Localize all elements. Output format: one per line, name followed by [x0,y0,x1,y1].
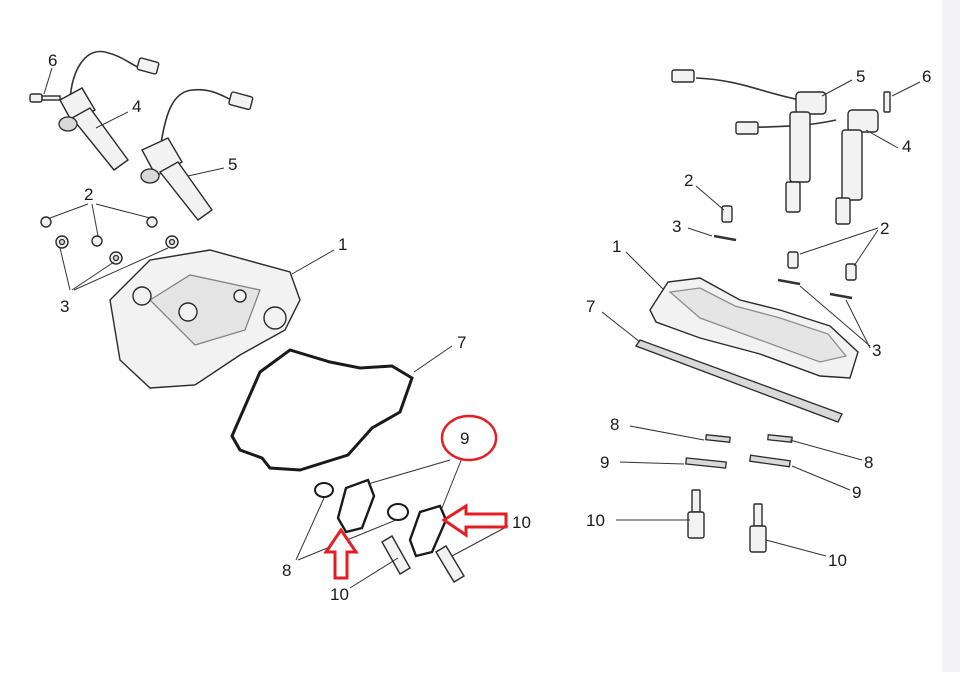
left-leader-lines [43,67,509,589]
callout-8: 8 [282,561,291,580]
callout-5: 5 [856,67,865,86]
page-edge-strip [942,0,960,672]
callout-9-right: 9 [852,483,861,502]
spark-plugs-left-10 [381,535,465,583]
spark-plugs-right-10 [687,489,767,553]
callout-2-top: 2 [684,171,693,190]
seal-left-9a [336,478,376,534]
o-ring-left-8a [314,482,334,498]
connector-right-1 [671,69,695,83]
callout-6: 6 [922,67,931,86]
callout-7: 7 [586,297,595,316]
callout-4: 4 [902,137,911,156]
o-ring-left-8b [387,503,409,521]
callout-8-left: 8 [610,415,619,434]
right-view: 5 6 4 2 3 2 1 7 3 8 8 9 9 10 10 [586,67,931,570]
right-leader-lines [601,79,921,557]
gasket-right-7 [635,339,843,423]
callout-7: 7 [457,333,466,352]
callout-4: 4 [132,97,141,116]
callout-5: 5 [228,155,237,174]
callout-10-bottom: 10 [330,585,349,604]
callout-8-right: 8 [864,453,873,472]
callout-3: 3 [60,297,69,316]
valve-cover-left-1 [109,249,301,389]
highlight-arrow-up [323,527,359,580]
screw-left-6 [29,93,61,103]
connector-right-2 [735,121,759,135]
callout-3-right: 3 [872,341,881,360]
highlight-arrow-left [441,503,508,538]
callout-9-left: 9 [600,453,609,472]
callout-3-top: 3 [672,217,681,236]
callout-1: 1 [612,237,621,256]
gasket-left-7 [230,348,414,472]
left-view: 6 4 5 2 3 1 7 9 10 8 10 [29,50,531,604]
bolts-washers-right [713,205,857,300]
coil-wire-right-1 [695,77,801,101]
highlight-circle [440,414,498,462]
seals-right [685,434,793,469]
screw-right-6 [883,91,891,113]
ignition-coil-left-4 [58,50,160,171]
callout-1: 1 [338,235,347,254]
callout-2: 2 [84,185,93,204]
ignition-coil-left-5 [140,88,254,221]
callout-10-right: 10 [828,551,847,570]
callout-6: 6 [48,51,57,70]
bolts-washers-left [40,216,179,265]
callout-2-right: 2 [880,219,889,238]
ignition-coil-right-4 [835,109,879,225]
callout-10-left: 10 [586,511,605,530]
callout-9-highlighted: 9 [460,429,469,448]
valve-cover-right-ridge [668,287,848,363]
ignition-coil-right-5 [785,91,827,213]
callout-10-right: 10 [512,513,531,532]
